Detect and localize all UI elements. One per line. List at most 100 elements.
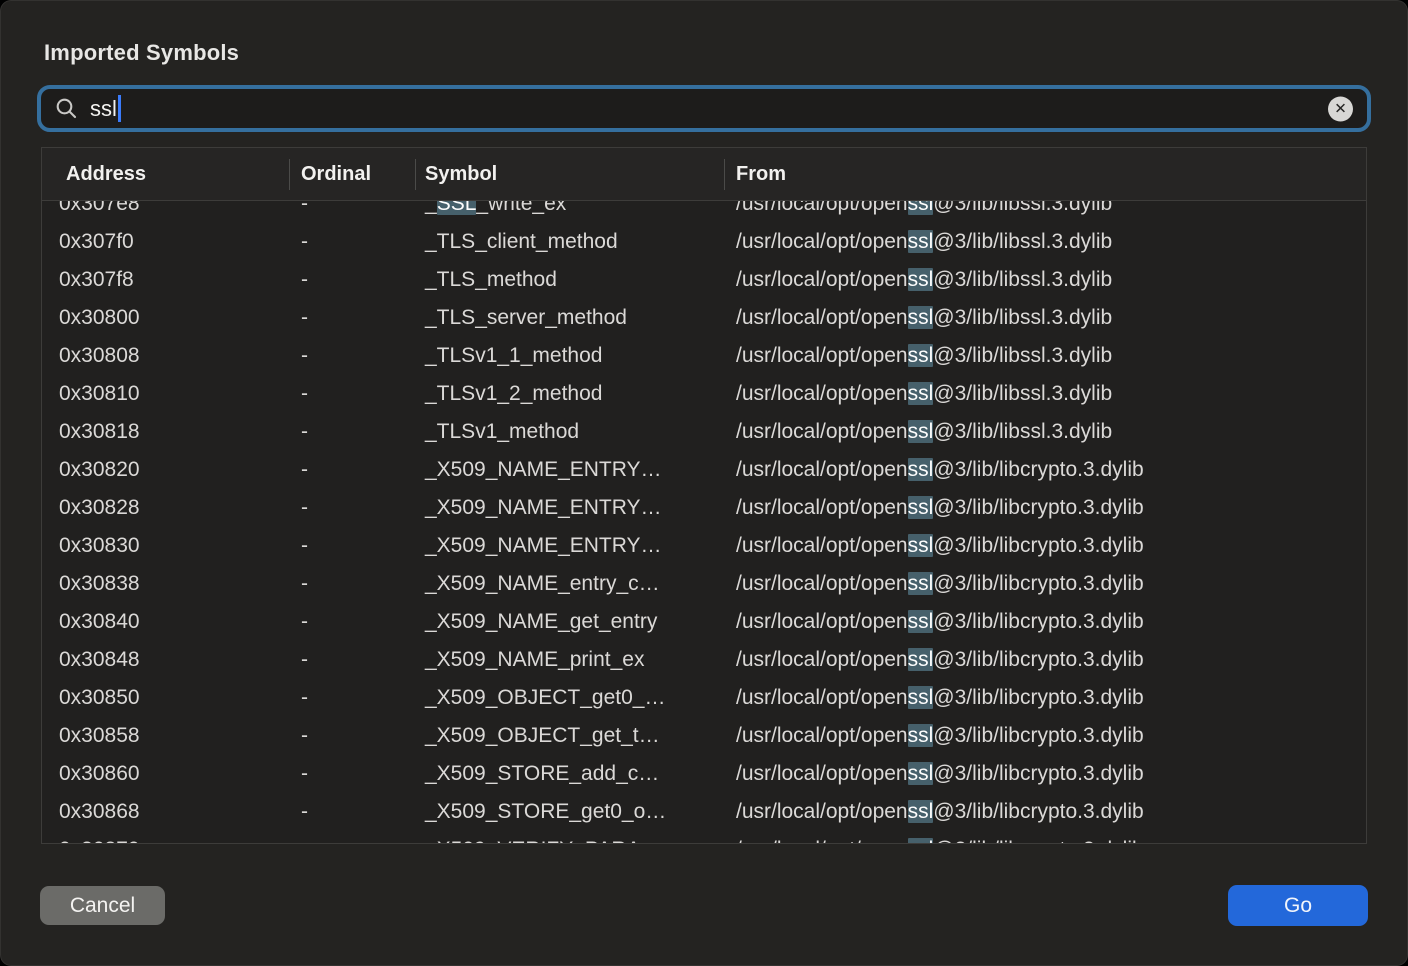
cell-ordinal: -: [301, 686, 308, 709]
search-icon: [55, 97, 78, 120]
cell-from: /usr/local/opt/openssl@3/lib/libcrypto.3…: [736, 572, 1144, 595]
cell-symbol: _X509_STORE_add_c…: [425, 762, 660, 785]
search-query-text: ssl: [90, 95, 117, 121]
table-row[interactable]: 0x30838 - _X509_NAME_entry_c… /usr/local/op…: [42, 565, 1366, 603]
match-highlight: ssl: [907, 306, 934, 329]
cancel-button[interactable]: Cancel: [40, 886, 165, 925]
cell-address: 0x30818: [59, 420, 140, 443]
column-header-address[interactable]: Address: [66, 162, 147, 185]
match-highlight: ssl: [907, 420, 934, 443]
column-header-ordinal[interactable]: Ordinal: [301, 162, 372, 185]
table-row[interactable]: 0x30830-_X509_NAME_ENTRY…/usr/local/opt/…: [42, 527, 1366, 565]
symbols-table: Address Ordinal Symbol From 0x307e8 - _SSL…: [41, 147, 1367, 844]
cell-ordinal: -: [301, 762, 308, 785]
match-highlight: ssl: [907, 230, 934, 253]
cell-from: /usr/local/opt/openssl@3/lib/libcrypto.3…: [736, 724, 1144, 747]
cell-address: 0x307f8: [59, 268, 134, 291]
column-divider: [415, 159, 416, 190]
cell-ordinal: -: [289, 838, 415, 843]
cell-ordinal: -: [301, 800, 308, 823]
column-divider: [724, 159, 725, 190]
cell-symbol: _X509_NAME_entry_c…: [425, 572, 660, 595]
cell-symbol: _SSL_write_ex: [415, 201, 724, 216]
cell-from: /usr/local/opt/openssl@3/lib/libcrypto.3…: [736, 686, 1144, 709]
match-highlight: ssl: [907, 458, 934, 481]
cell-ordinal: -: [301, 306, 308, 329]
cell-symbol: _TLSv1_2_method: [425, 382, 603, 405]
match-highlight: ssl: [907, 686, 934, 709]
page-title: Imported Symbols: [44, 40, 240, 65]
cell-address: 0x30868: [59, 800, 140, 823]
cell-address: 0x307e8: [59, 201, 140, 215]
cell-address: 0x30828: [59, 496, 140, 519]
match-highlight: ssl: [907, 572, 934, 595]
cell-from: /usr/local/opt/openssl@3/lib/libssl.3.dy…: [736, 306, 1113, 329]
cell-from: /usr/local/opt/openssl@3/lib/libssl.3.dy…: [736, 382, 1113, 405]
column-header-from[interactable]: From: [736, 162, 786, 185]
cell-symbol: _X509_NAME_ENTRY…: [425, 496, 662, 519]
table-body[interactable]: 0x307e8 - _SSL_write_ex/usr/local/opt/open…: [42, 201, 1366, 843]
cell-ordinal: -: [301, 420, 308, 443]
match-highlight: ssl: [907, 648, 934, 671]
cell-address: 0x30860: [59, 762, 140, 785]
table-row[interactable]: 0x30858-_X509_OBJECT_get_t…/usr/local/op…: [42, 717, 1366, 755]
cell-from: /usr/local/opt/openssl@3/lib/libssl.3.dy…: [736, 268, 1113, 291]
table-row[interactable]: 0x30860-_X509_STORE_add_c…/usr/local/opt…: [42, 755, 1366, 793]
cell-ordinal: -: [301, 230, 308, 253]
column-header-symbol[interactable]: Symbol: [425, 162, 498, 185]
cell-from: /usr/local/opt/openssl@3/lib/libssl.3.dy…: [724, 201, 1366, 216]
cell-from: /usr/local/opt/openssl@3/lib/libcrypto.3…: [736, 610, 1144, 633]
match-highlight: ssl: [907, 610, 934, 633]
match-highlight: ssl: [907, 344, 934, 367]
table-row[interactable]: 0x30868-_X509_STORE_get0_o…/usr/local/op…: [42, 793, 1366, 831]
table-row[interactable]: 0x30828-_X509_NAME_ENTRY…/usr/local/opt/…: [42, 489, 1366, 527]
cell-address: 0x30870: [42, 838, 289, 843]
cell-address: 0x30848: [59, 648, 140, 671]
table-row[interactable]: 0x30848-_X509_NAME_print_ex/usr/local/op…: [42, 641, 1366, 679]
table-row[interactable]: 0x307e8-_SSL_write_ex/usr/local/opt/open…: [42, 201, 1366, 223]
cell-symbol: _X509_NAME_get_entry: [425, 610, 658, 633]
cell-symbol: _TLS_server_method: [425, 306, 627, 329]
table-row[interactable]: 0x30820-_X509_NAME_ENTRY…/usr/local/opt/…: [42, 451, 1366, 489]
cell-from: /usr/local/opt/openssl@3/lib/libssl.3.dy…: [736, 420, 1113, 443]
column-divider: [289, 159, 290, 190]
cell-ordinal: -: [301, 572, 308, 595]
match-highlight: ssl: [907, 838, 934, 843]
table-row[interactable]: 0x30818-_TLSv1_method/usr/local/opt/open…: [42, 413, 1366, 451]
cell-symbol: _X509_STORE_get0_o…: [425, 800, 667, 823]
cell-ordinal: -: [301, 382, 308, 405]
table-header: Address Ordinal Symbol From: [42, 148, 1366, 201]
table-row[interactable]: 0x30850-_X509_OBJECT_get0_…/usr/local/op…: [42, 679, 1366, 717]
cell-address: 0x30838: [59, 572, 140, 595]
cell-ordinal: -: [301, 648, 308, 671]
search-input[interactable]: ssl ✕: [37, 85, 1371, 132]
table-row[interactable]: 0x30810 - _TLSv1_2_method/usr/local/opt/op…: [42, 375, 1366, 413]
circle-x-icon: ✕: [1334, 100, 1347, 117]
cell-ordinal: -: [301, 534, 308, 557]
match-highlight: SSL: [436, 201, 477, 215]
table-row[interactable]: 0x30870-_X509_VERIFY_PARA…/usr/local/opt…: [42, 831, 1366, 843]
match-highlight: ssl: [907, 382, 934, 405]
cell-ordinal: -: [301, 724, 308, 747]
cell-symbol: _X509_OBJECT_get0_…: [425, 686, 666, 709]
clear-search-button[interactable]: ✕: [1328, 96, 1353, 121]
cell-symbol: _X509_NAME_ENTRY…: [425, 458, 662, 481]
table-row[interactable]: 0x307f0-_TLS_client_method/usr/local/opt…: [42, 223, 1366, 261]
match-highlight: ssl: [907, 762, 934, 785]
match-highlight: ssl: [907, 800, 934, 823]
cell-address: 0x30800: [59, 306, 140, 329]
cell-symbol: _X509_VERIFY_PARA…: [415, 838, 724, 843]
cell-address: 0x30830: [59, 534, 140, 557]
cell-ordinal: -: [301, 458, 308, 481]
cell-from: /usr/local/opt/openssl@3/lib/libcrypto.3…: [736, 534, 1144, 557]
table-row[interactable]: 0x307f8-_TLS_method/usr/local/opt/openss…: [42, 261, 1366, 299]
cell-from: /usr/local/opt/openssl@3/lib/libcrypto.3…: [736, 648, 1144, 671]
table-row[interactable]: 0x30808-_TLSv1_1_method/usr/local/opt/op…: [42, 337, 1366, 375]
go-button[interactable]: Go: [1228, 885, 1368, 926]
cell-symbol: _TLS_method: [425, 268, 557, 291]
cell-symbol: _X509_OBJECT_get_t…: [425, 724, 660, 747]
cell-address: 0x30810: [59, 382, 140, 405]
table-row[interactable]: 0x30840-_X509_NAME_get_entry/usr/local/o…: [42, 603, 1366, 641]
table-row[interactable]: 0x30800 - _TLS_server_method/usr/local/opt…: [42, 299, 1366, 337]
